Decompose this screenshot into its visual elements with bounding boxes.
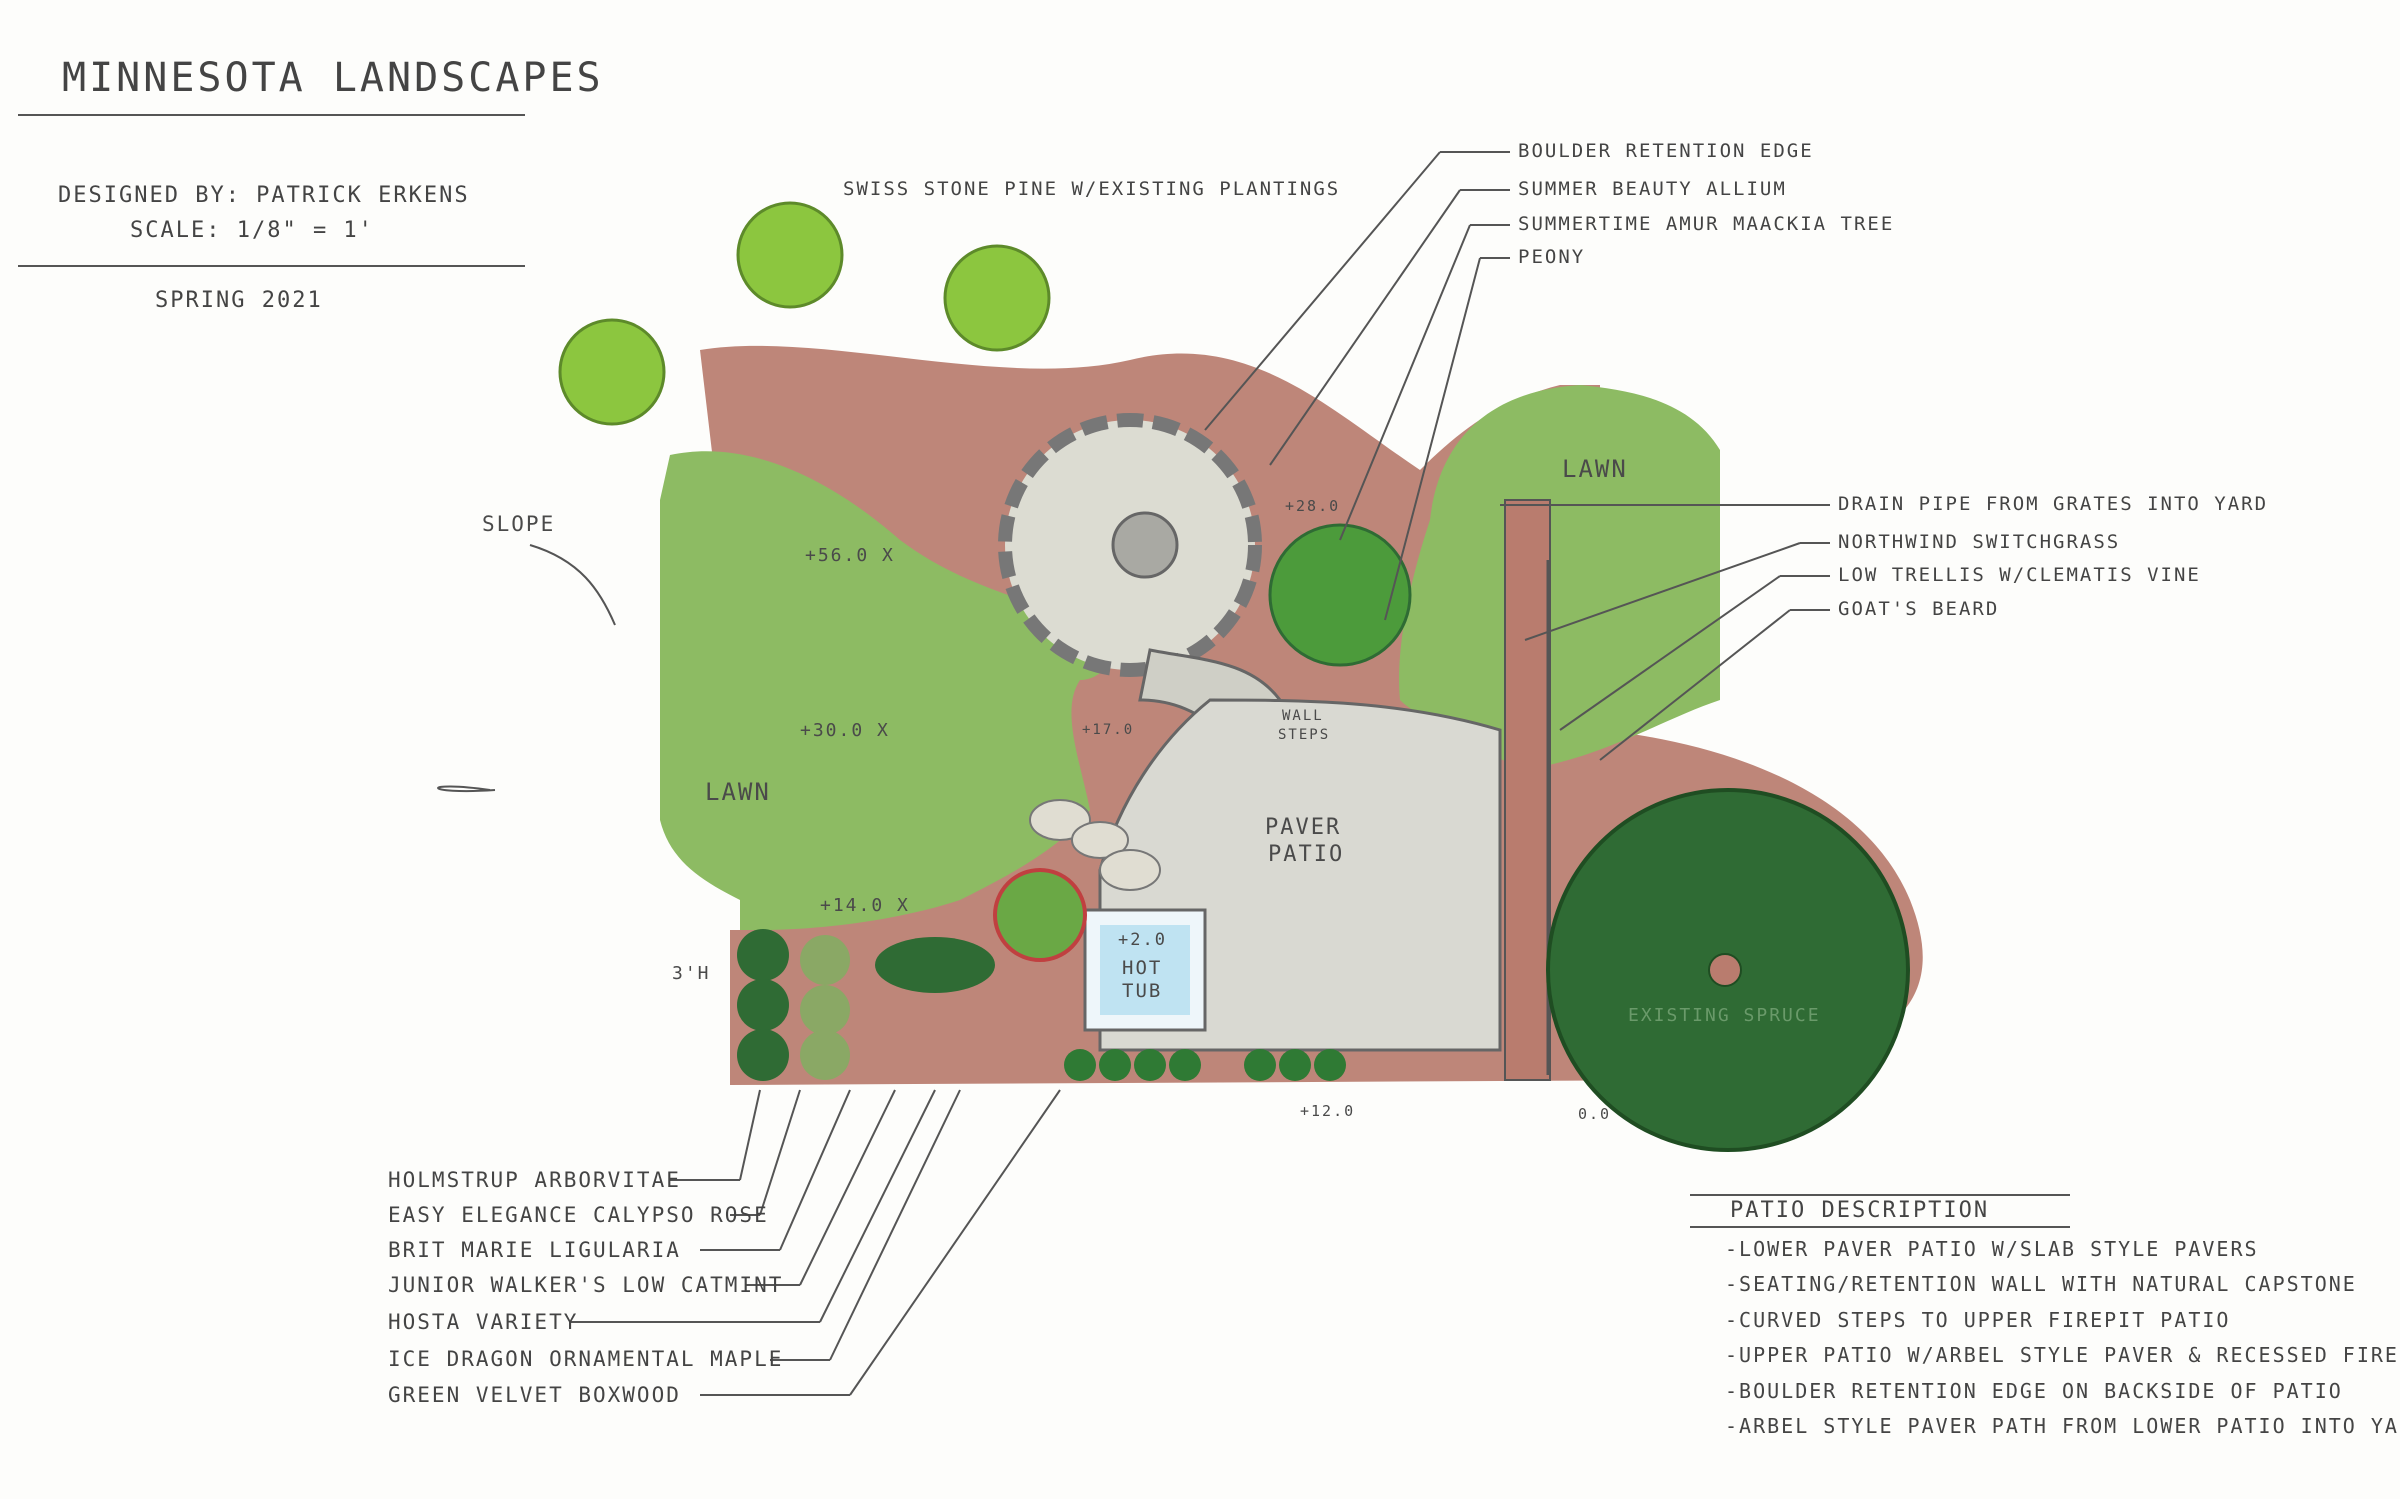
- patio-desc-item: -Arbel style paver path from lower patio…: [1725, 1414, 2400, 1438]
- rose-row: [800, 935, 850, 1080]
- plant-ligularia: Brit Marie Ligularia: [388, 1238, 681, 1262]
- label-steps: Steps: [1278, 727, 1331, 743]
- callout-maackia: Summertime Amur Maackia Tree: [1518, 213, 1895, 235]
- boxwood-row: [1064, 1049, 1346, 1081]
- elev-14: +14.0 x: [820, 895, 910, 916]
- leader-lines: [437, 151, 2070, 1396]
- ligularia-bed: [875, 937, 995, 993]
- callout-boulder-edge: Boulder Retention Edge: [1518, 140, 1814, 162]
- paver-path: [1029, 799, 1161, 891]
- lawn-left: [660, 451, 1109, 930]
- plant-green-velvet-boxwood: Green Velvet Boxwood: [388, 1383, 681, 1407]
- callout-switchgrass: Northwind Switchgrass: [1838, 531, 2121, 553]
- plant-calypso-rose: Easy Elegance Calypso Rose: [388, 1203, 769, 1227]
- label-hot-tub-elev: +2.0: [1118, 930, 1167, 950]
- patio-desc-item: -Lower paver patio w/slab style pavers: [1725, 1237, 2259, 1261]
- arborvitae-row: [737, 929, 789, 1081]
- callout-allium: Summer Beauty Allium: [1518, 178, 1787, 200]
- hot-tub-water: [1100, 925, 1190, 1015]
- label-lawn-right: Lawn: [1562, 455, 1628, 483]
- callout-peony: Peony: [1518, 246, 1586, 268]
- callout-trellis: Low trellis w/clematis vine: [1838, 564, 2201, 586]
- elev-17: +17.0: [1082, 722, 1135, 738]
- lawn-right: [1399, 385, 1720, 770]
- maackia-tree: [1268, 523, 1412, 667]
- callout-drain-pipe: Drain pipe from grates into yard: [1838, 493, 2269, 515]
- ornamental-maple: [993, 868, 1087, 962]
- plant-hosta: Hosta Variety: [388, 1310, 579, 1334]
- trellis-bed: [1504, 499, 1551, 1081]
- season-date: Spring 2021: [155, 288, 323, 313]
- pine-2: [736, 201, 844, 309]
- company-title: Minnesota Landscapes: [62, 55, 604, 101]
- label-patio: Patio: [1268, 842, 1345, 867]
- spruce-trunk: [1708, 953, 1742, 987]
- designer-credit: Designed by: Patrick Erkens: [58, 183, 470, 208]
- patio-desc-item: -Boulder retention edge on backside of p…: [1725, 1379, 2343, 1403]
- callout-swiss-stone-pine: Swiss stone pine w/existing plantings: [843, 178, 1341, 200]
- patio-desc-item: -Seating/retention wall with natural cap…: [1725, 1272, 2357, 1296]
- plant-ice-dragon-maple: Ice Dragon Ornamental Maple: [388, 1347, 784, 1371]
- height-arborvitae: 3'H: [672, 963, 711, 984]
- patio-desc-item: -Curved steps to upper firepit patio: [1725, 1308, 2231, 1332]
- plant-holmstrup-arborvitae: Holmstrup Arborvitae: [388, 1168, 681, 1192]
- firepit: [1111, 511, 1179, 579]
- plant-catmint: Junior Walker's Low Catmint: [388, 1273, 784, 1297]
- label-existing-spruce: Existing Spruce: [1628, 1005, 1821, 1026]
- elev-56: +56.0 x: [805, 545, 895, 566]
- elev-12: +12.0: [1300, 1102, 1356, 1120]
- label-hot: Hot: [1122, 957, 1163, 979]
- label-lawn-left: Lawn: [705, 778, 771, 806]
- elev-28: +28.0: [1285, 497, 1341, 515]
- patio-desc-item: -Upper patio w/arbel style paver & reces…: [1725, 1343, 2400, 1367]
- label-paver: Paver: [1265, 815, 1342, 840]
- elev-30: +30.0 x: [800, 720, 890, 741]
- swiss-stone-pines: [558, 201, 1051, 426]
- label-tub: Tub: [1122, 980, 1163, 1002]
- drawing-scale: Scale: 1/8" = 1': [130, 218, 374, 243]
- label-slope: Slope: [482, 512, 556, 536]
- patio-description-heading: Patio Description: [1730, 1198, 1990, 1223]
- callout-goats-beard: Goat's Beard: [1838, 598, 2000, 620]
- pine-3: [943, 244, 1051, 352]
- elev-0: 0.0: [1578, 1105, 1612, 1123]
- label-wall: Wall: [1282, 708, 1324, 724]
- pine-1: [558, 318, 666, 426]
